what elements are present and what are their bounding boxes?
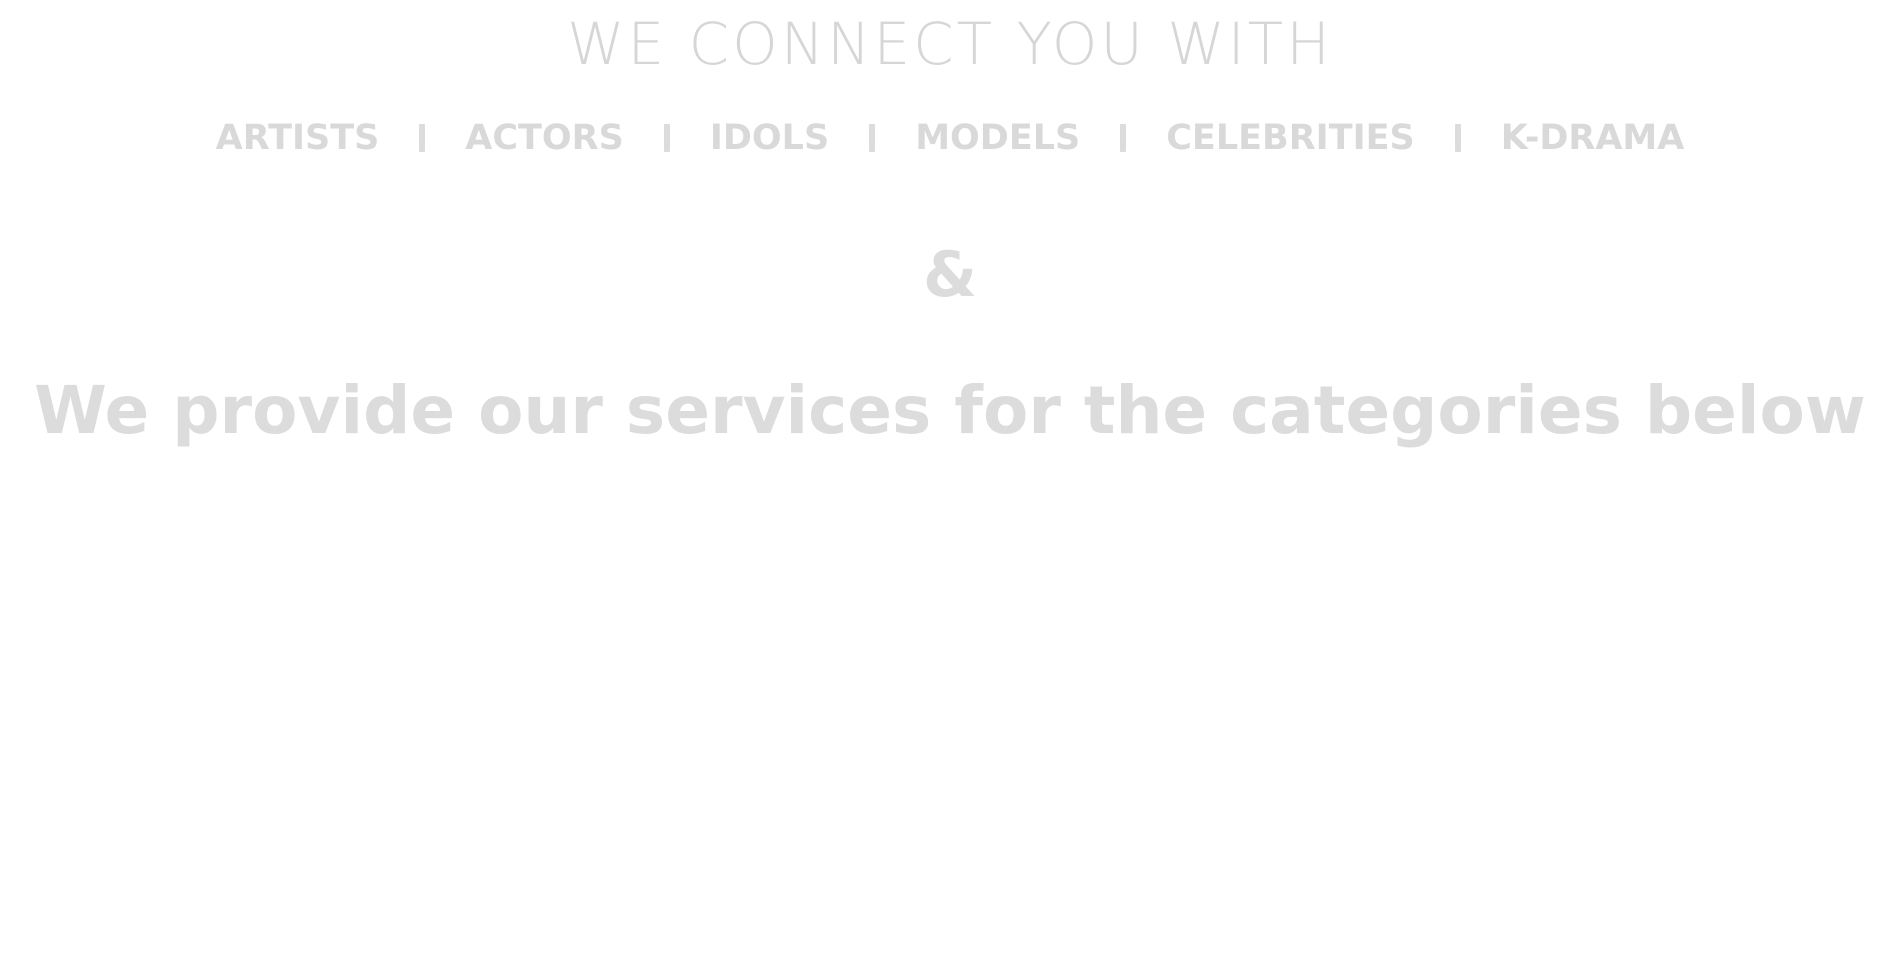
category-list: ARTISTS ACTORS IDOLS MODELS CELEBRITIES … — [0, 118, 1900, 158]
category-idols: IDOLS — [709, 118, 830, 158]
category-separator — [1120, 124, 1127, 152]
headline: WE CONNECT YOU WITH — [567, 10, 1333, 78]
category-separator — [869, 124, 876, 152]
category-actors: ACTORS — [465, 118, 624, 158]
category-separator — [419, 124, 426, 152]
services-subheadline: We provide our services for the categori… — [34, 372, 1866, 449]
category-k-drama: K-DRAMA — [1500, 118, 1685, 158]
category-separator — [663, 124, 670, 152]
ampersand: & — [922, 238, 978, 311]
category-models: MODELS — [915, 118, 1081, 158]
category-celebrities: CELEBRITIES — [1166, 118, 1415, 158]
category-artists: ARTISTS — [215, 118, 380, 158]
category-separator — [1454, 124, 1461, 152]
